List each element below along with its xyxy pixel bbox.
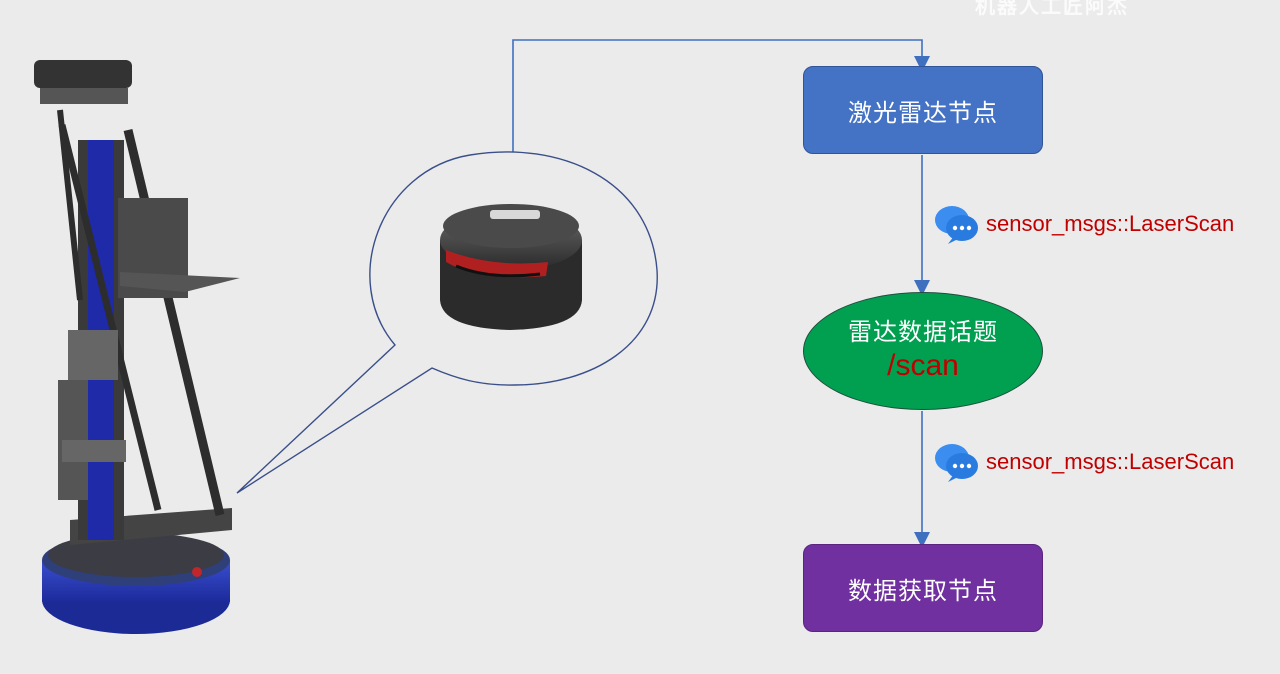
topic-name: /scan <box>887 349 959 383</box>
chat-bubble-icon <box>935 206 978 244</box>
lidar-node: 激光雷达节点 <box>803 66 1043 154</box>
watermark: 机器人工匠阿杰 <box>975 0 1129 18</box>
message-type-label: sensor_msgs::LaserScan <box>986 211 1235 236</box>
chat-bubble-icon <box>935 444 978 482</box>
scan-topic-node: 雷达数据话题 /scan <box>803 292 1043 410</box>
topic-title: 雷达数据话题 <box>848 318 998 347</box>
robot-image <box>34 60 240 634</box>
lidar-callout-bubble <box>236 151 658 494</box>
lidar-node-label: 激光雷达节点 <box>848 98 998 127</box>
message-type-label: sensor_msgs::LaserScan <box>986 449 1235 474</box>
data-node-label: 数据获取节点 <box>848 576 998 605</box>
lidar-sensor-image <box>440 204 582 330</box>
lidar-to-node-connector <box>512 39 930 152</box>
data-acquisition-node: 数据获取节点 <box>803 544 1043 632</box>
edge-label-2: sensor_msgs::LaserScan <box>932 440 1234 484</box>
edge-label-1: sensor_msgs::LaserScan <box>932 202 1234 246</box>
